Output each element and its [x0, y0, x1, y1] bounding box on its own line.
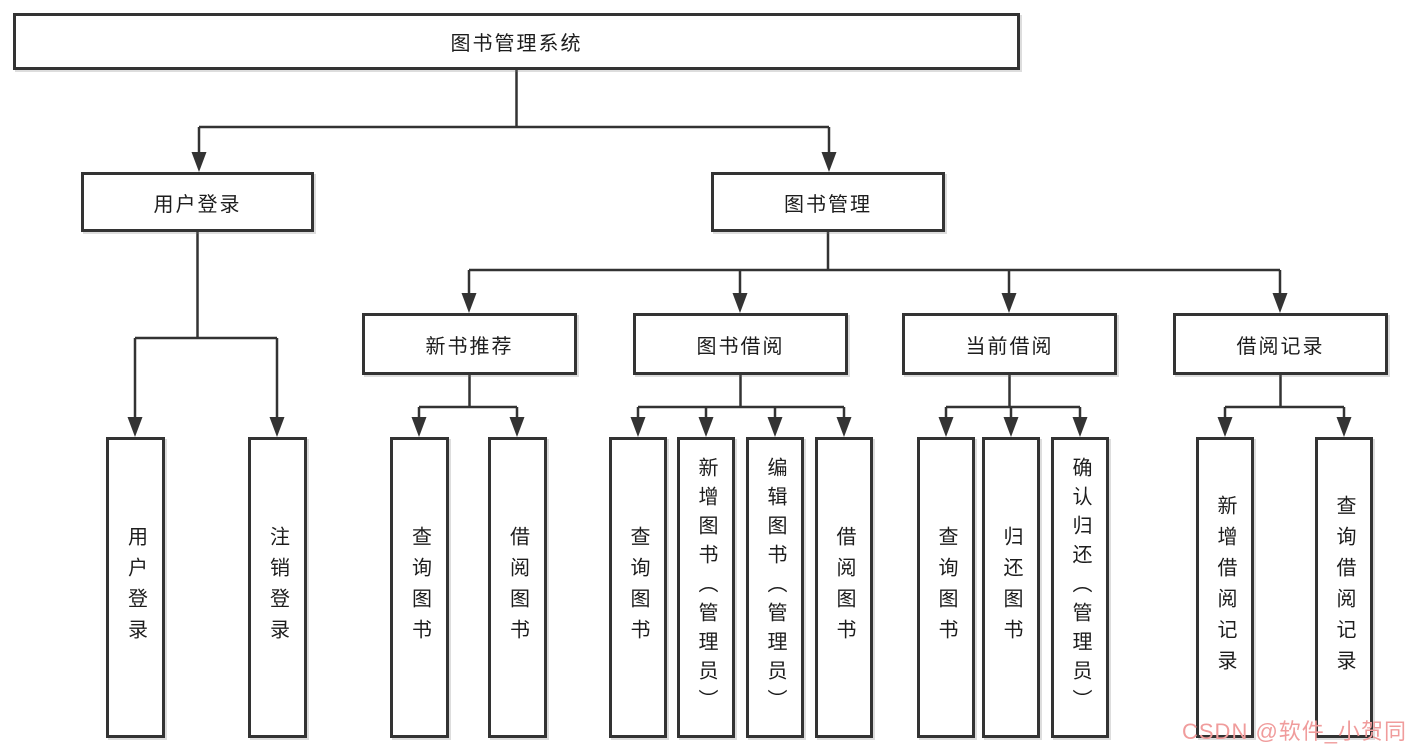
leaf-edit-book-admin: 编辑图书（管理员） — [746, 437, 804, 738]
leaf-query-books-current: 查询图书 — [917, 437, 975, 738]
node-borrowing-records: 借阅记录 — [1173, 313, 1388, 375]
leaf-confirm-return-admin: 确认归还（管理员） — [1051, 437, 1109, 738]
leaf-query-books-recommend: 查询图书 — [390, 437, 449, 738]
leaf-borrow-books-recommend: 借阅图书 — [488, 437, 547, 738]
connector-strokes — [133, 70, 1346, 421]
node-current-borrowing: 当前借阅 — [902, 313, 1117, 375]
node-book-management: 图书管理 — [711, 172, 945, 232]
arrowheads — [127, 152, 1352, 437]
leaf-query-books-borrow: 查询图书 — [609, 437, 667, 738]
node-new-book-recommendation: 新书推荐 — [362, 313, 577, 375]
leaf-add-book-admin: 新增图书（管理员） — [677, 437, 735, 738]
csdn-watermark: CSDN @软件_小贺同学 — [1182, 719, 1405, 744]
node-book-borrowing: 图书借阅 — [633, 313, 848, 375]
leaf-add-borrow-record: 新增借阅记录 — [1196, 437, 1254, 738]
leaf-user-login: 用户登录 — [106, 437, 165, 738]
leaf-logout: 注销登录 — [248, 437, 307, 738]
leaf-query-borrow-record: 查询借阅记录 — [1315, 437, 1373, 738]
node-library-management-system: 图书管理系统 — [13, 13, 1020, 70]
node-user-login: 用户登录 — [81, 172, 314, 232]
leaf-return-books: 归还图书 — [982, 437, 1040, 738]
leaf-borrow-books: 借阅图书 — [815, 437, 873, 738]
